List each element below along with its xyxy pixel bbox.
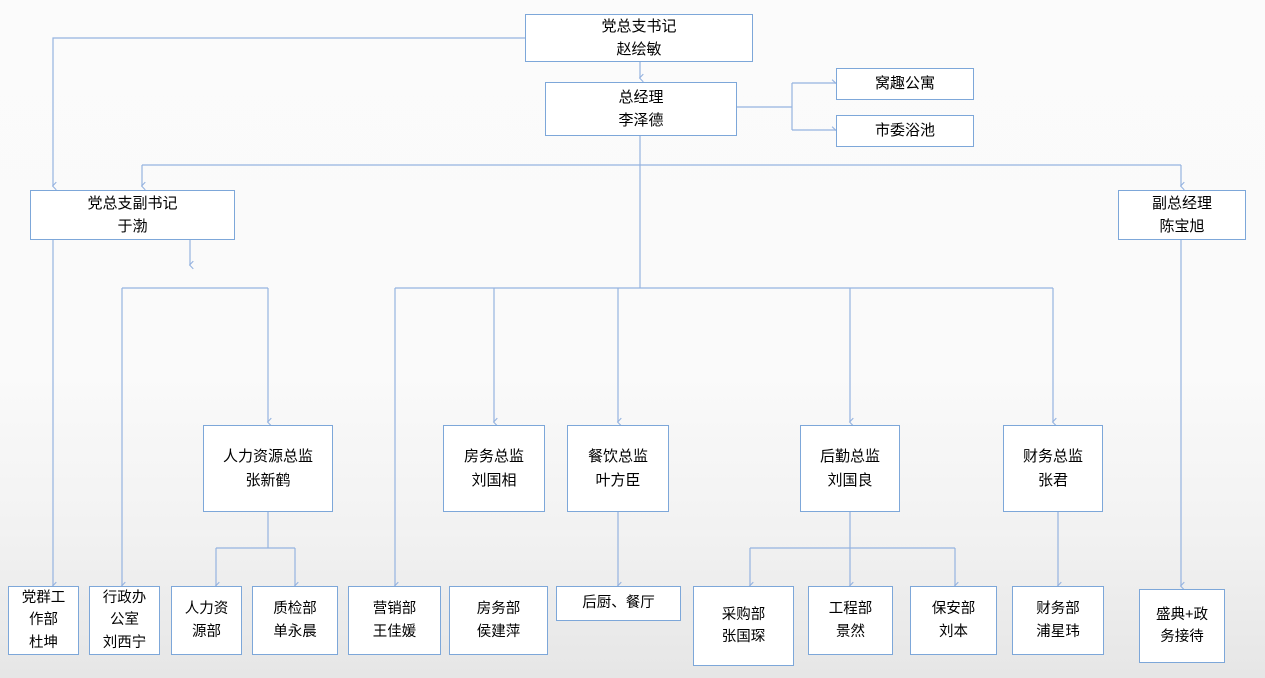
node-party-secretary[interactable]: 党总支书记 赵绘敏: [525, 14, 753, 62]
node-title: 房务总监: [463, 448, 524, 466]
node-engineering-dept[interactable]: 工程部 景然: [808, 586, 893, 655]
wire-secretary-to-deputy-secretary: [51, 37, 525, 191]
node-title: 保安部: [931, 601, 976, 618]
node-person: 景然: [836, 623, 865, 640]
node-title: 党群工 作部: [21, 589, 66, 629]
node-person: 侯建萍: [476, 623, 521, 640]
node-purchasing-dept[interactable]: 采购部 张国琛: [693, 586, 794, 666]
node-hr-director[interactable]: 人力资源总监 张新鹤: [203, 425, 333, 512]
node-title: 人力资 源部: [184, 601, 229, 640]
node-person: 刘国良: [827, 471, 873, 489]
node-person: 刘国相: [471, 471, 517, 489]
node-person: 单永晨: [273, 623, 317, 640]
node-security-dept[interactable]: 保安部 刘本: [910, 586, 997, 655]
node-person: 赵绘敏: [616, 41, 662, 58]
node-title: 工程部: [828, 601, 873, 618]
node-logistics-director[interactable]: 后勤总监 刘国良: [800, 425, 900, 512]
node-rooms-director[interactable]: 房务总监 刘国相: [443, 425, 545, 512]
node-person: 刘本: [939, 623, 968, 640]
node-person: 李泽德: [618, 112, 664, 129]
node-admin-office[interactable]: 行政办 公室 刘西宁: [89, 586, 160, 655]
node-wo-qu-apartment[interactable]: 窝趣公寓: [836, 68, 974, 100]
node-person: 张国琛: [721, 629, 766, 645]
node-person: 杜坤: [29, 634, 58, 651]
node-title: 人力资源总监: [222, 448, 313, 466]
node-hr-dept[interactable]: 人力资 源部: [171, 586, 242, 655]
node-title: 盛典+政 务接待: [1156, 606, 1208, 645]
node-person: 于渤: [117, 218, 148, 235]
node-title: 采购部: [721, 606, 766, 623]
node-title: 市委浴池: [874, 122, 935, 140]
node-person: 刘西宁: [102, 634, 147, 651]
node-quality-dept[interactable]: 质检部 单永晨: [252, 586, 338, 655]
node-person: 陈宝旭: [1159, 218, 1205, 235]
node-ceremony-affairs[interactable]: 盛典+政 务接待: [1139, 589, 1225, 663]
node-title: 后勤总监: [819, 448, 880, 466]
node-title: 营销部: [372, 601, 417, 618]
node-rooms-dept[interactable]: 房务部 侯建萍: [449, 586, 548, 655]
node-party-work-dept[interactable]: 党群工 作部 杜坤: [8, 586, 79, 655]
node-person: 张君: [1037, 471, 1068, 489]
node-title: 餐饮总监: [587, 448, 648, 466]
node-person: 浦星玮: [1036, 623, 1080, 640]
node-deputy-general-manager[interactable]: 副总经理 陈宝旭: [1118, 190, 1246, 240]
node-finance-director[interactable]: 财务总监 张君: [1003, 425, 1103, 512]
node-title: 后厨、餐厅: [582, 595, 655, 612]
node-title: 党总支书记: [601, 17, 677, 35]
node-deputy-party-secretary[interactable]: 党总支副书记 于渤: [30, 190, 235, 240]
node-title: 副总经理: [1151, 194, 1212, 212]
node-person: 叶方臣: [595, 471, 641, 489]
node-title: 党总支副书记: [87, 194, 178, 212]
node-title: 质检部: [273, 601, 317, 618]
node-general-manager[interactable]: 总经理 李泽德: [545, 82, 737, 136]
node-city-bath[interactable]: 市委浴池: [836, 115, 974, 147]
node-person: 张新鹤: [245, 471, 291, 489]
node-title: 窝趣公寓: [874, 75, 935, 93]
node-finance-dept[interactable]: 财务部 浦星玮: [1012, 586, 1104, 655]
node-title: 总经理: [618, 88, 664, 106]
node-title: 财务总监: [1022, 448, 1083, 466]
node-title: 行政办 公室: [102, 589, 147, 629]
node-title: 房务部: [476, 601, 521, 618]
node-kitchen-restaurant[interactable]: 后厨、餐厅: [556, 586, 681, 621]
node-person: 王佳媛: [372, 623, 417, 640]
node-title: 财务部: [1036, 601, 1080, 618]
node-catering-director[interactable]: 餐饮总监 叶方臣: [567, 425, 669, 512]
node-marketing-dept[interactable]: 营销部 王佳媛: [348, 586, 441, 655]
